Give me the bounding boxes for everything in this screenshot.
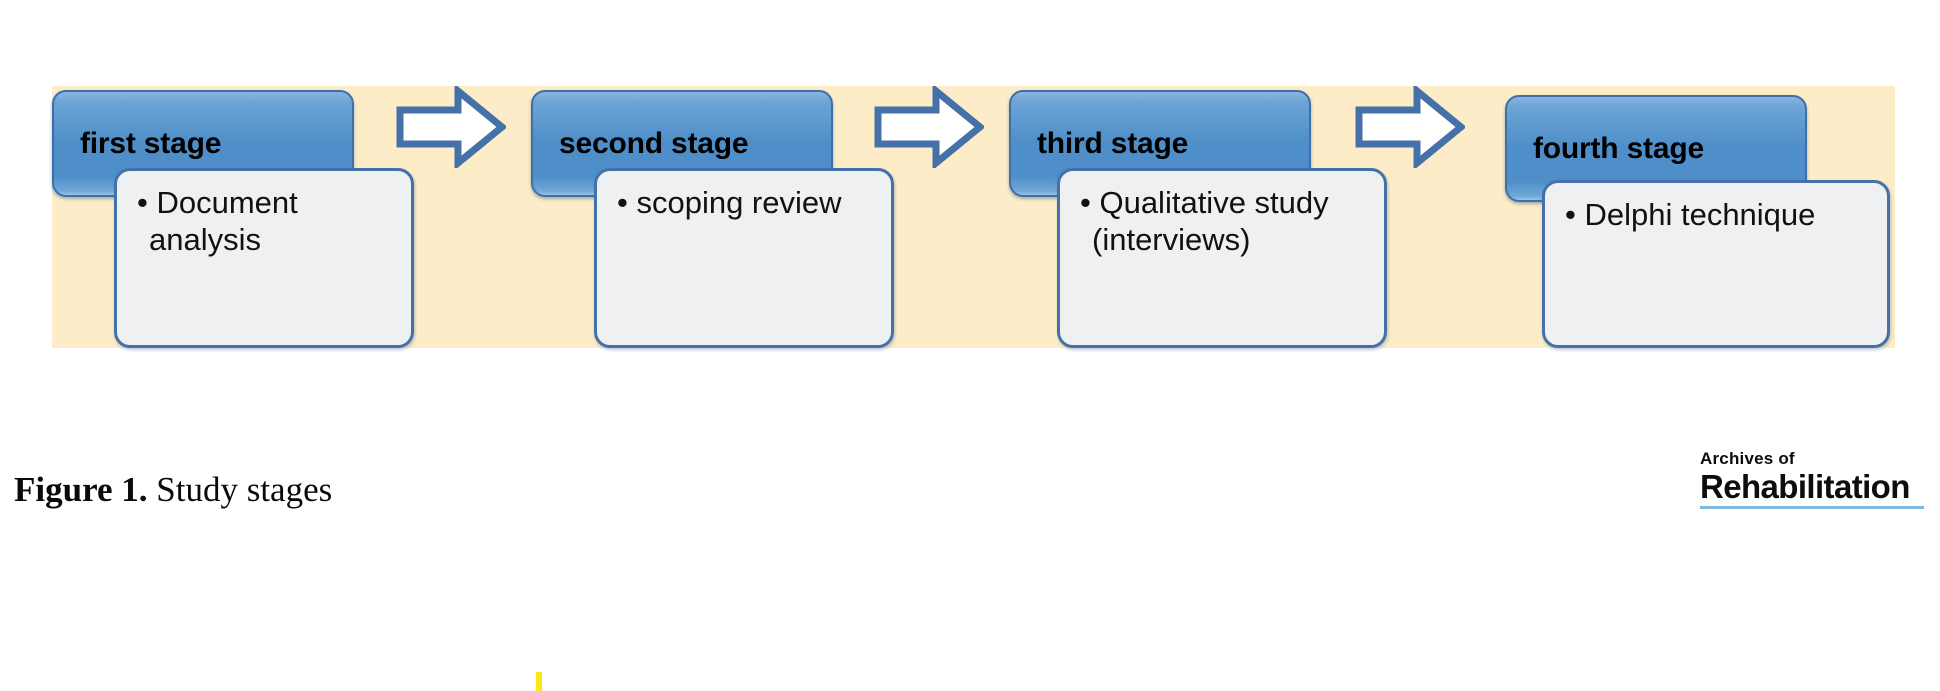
figure-caption: Figure 1. Study stages	[14, 470, 332, 510]
stage-bullet-line-1b: analysis	[149, 221, 261, 257]
arrow-right-2-icon	[874, 86, 984, 168]
figure-caption-label: Figure 1.	[14, 470, 148, 509]
figure-diagram: first stage • Document analysis second s…	[52, 86, 1895, 348]
stage-body-2[interactable]: • scoping review	[594, 168, 894, 348]
stage-body-4[interactable]: • Delphi technique	[1542, 180, 1890, 348]
stage-header-label-3: third stage	[1037, 127, 1189, 160]
stage-bullet-line-4a: • Delphi technique	[1565, 197, 1816, 232]
journal-logo: Archives of Rehabilitation	[1700, 450, 1924, 509]
stage-header-label-4: fourth stage	[1533, 132, 1704, 165]
stage-body-3[interactable]: • Qualitative study (interviews)	[1057, 168, 1387, 348]
stage-header-label-1: first stage	[80, 127, 222, 160]
arrow-right-3-icon	[1355, 86, 1465, 168]
journal-logo-underline	[1700, 505, 1924, 509]
figure-caption-text: Study stages	[147, 470, 333, 509]
stage-bullet-line-1a: • Document	[137, 185, 298, 220]
stage-bullet-line-2a: • scoping review	[617, 185, 842, 220]
journal-logo-top-line: Archives of	[1700, 449, 1795, 468]
stage-body-1[interactable]: • Document analysis	[114, 168, 414, 348]
stray-yellow-mark	[536, 672, 542, 691]
stage-header-label-2: second stage	[559, 127, 749, 160]
arrow-right-1-icon	[396, 86, 506, 168]
stage-bullet-line-3b: (interviews)	[1092, 221, 1251, 257]
journal-logo-main-line: Rehabilitation	[1700, 468, 1910, 505]
stage-bullet-line-3a: • Qualitative study	[1080, 185, 1329, 220]
